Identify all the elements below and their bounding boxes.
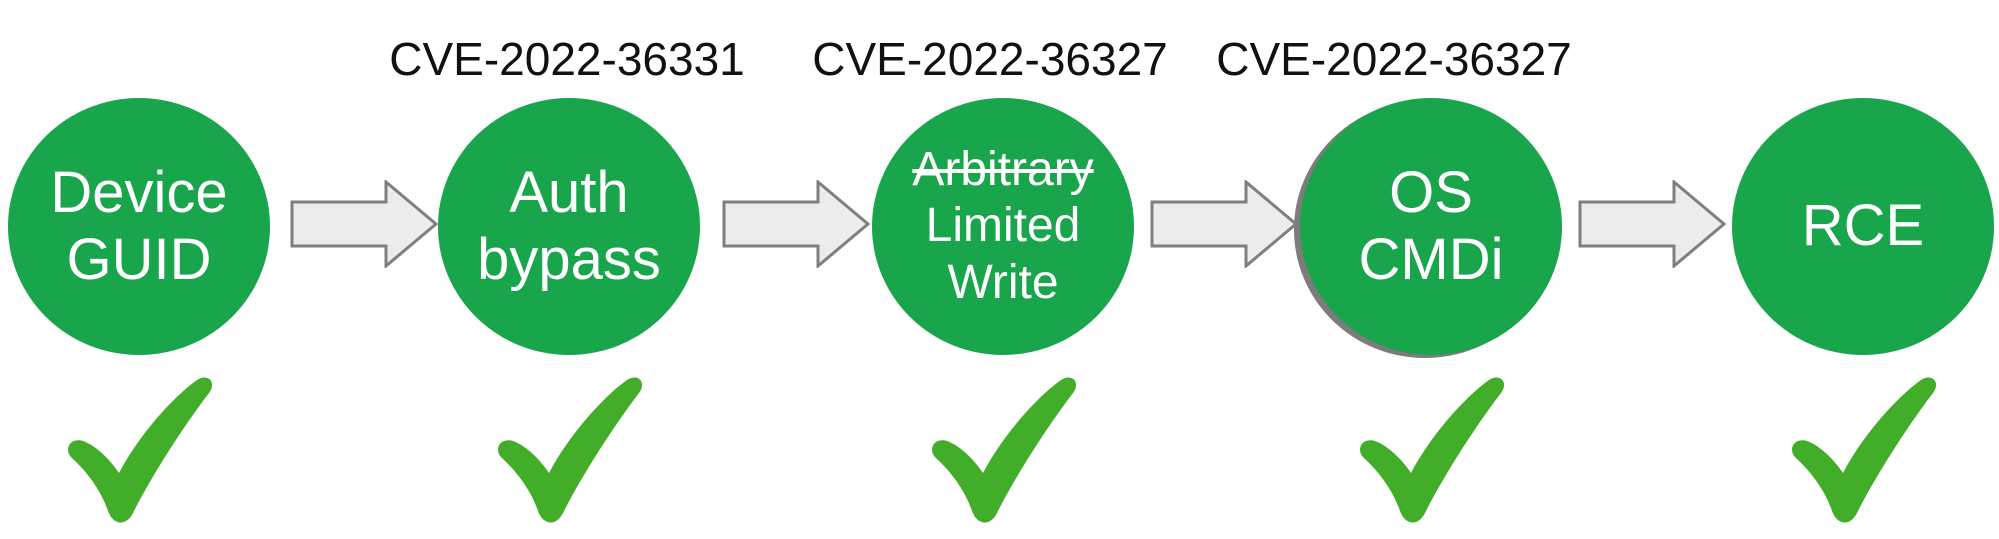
node-device-guid: Device GUID: [8, 98, 270, 355]
node-os-cmdi-line2: CMDi: [1358, 226, 1504, 292]
node-limited-write-line3: Write: [947, 255, 1059, 309]
checkmark-icon: [68, 377, 213, 523]
node-device-guid-line2: GUID: [66, 226, 212, 292]
node-device-guid-line1: Device: [50, 159, 228, 225]
arrow-right-icon: [290, 180, 438, 268]
arrow-right-icon: [722, 180, 870, 268]
arrow-right-icon: [1150, 180, 1298, 268]
cve-label-auth-bypass: CVE-2022-36331: [389, 33, 745, 85]
checkmark-icon: [932, 377, 1077, 523]
node-limited-write: Arbitrary Limited Write: [872, 98, 1134, 355]
cve-label-os-cmdi: CVE-2022-36327: [1216, 33, 1572, 85]
node-auth-bypass-line2: bypass: [477, 226, 661, 292]
checkmark-icon: [1792, 377, 1937, 523]
node-rce-line1: RCE: [1801, 193, 1925, 259]
cve-label-limited-write: CVE-2022-36327: [812, 33, 1168, 85]
checkmark-icon: [1360, 377, 1505, 523]
node-auth-bypass: Auth bypass: [438, 98, 700, 355]
checkmark-icon: [498, 377, 643, 523]
arrow-right-icon: [1578, 180, 1726, 268]
node-os-cmdi-line1: OS: [1389, 159, 1473, 225]
node-auth-bypass-line1: Auth: [509, 159, 629, 225]
node-limited-write-line2: Limited: [925, 199, 1081, 253]
node-rce: RCE: [1732, 98, 1994, 355]
node-limited-write-struck-line: Arbitrary: [912, 142, 1094, 196]
node-os-cmdi: OS CMDi: [1300, 98, 1562, 355]
